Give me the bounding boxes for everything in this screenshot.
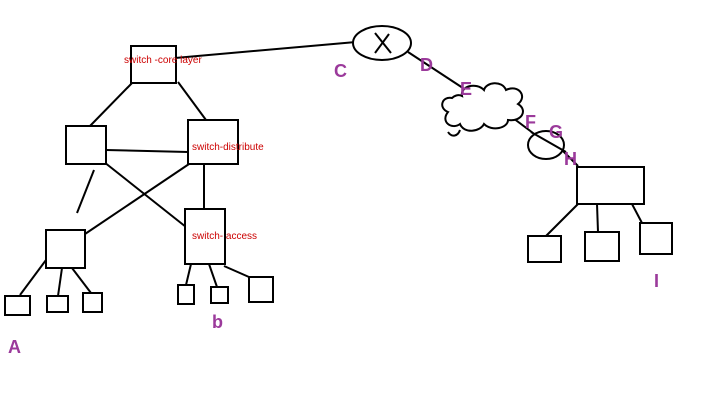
point-label-h: H [564, 149, 577, 169]
distribute-switch-icon [187, 119, 239, 165]
host-icon [639, 222, 673, 255]
point-label-c: C [334, 61, 347, 81]
point-labels: A b C D E F G H I [8, 55, 659, 357]
access-switch-icon [184, 208, 226, 265]
host-icon [177, 284, 195, 305]
router2-icon [527, 130, 565, 160]
link-left-down [76, 169, 95, 214]
link-access-host1 [185, 263, 192, 286]
router2-line-icon [530, 131, 567, 153]
link-access-host3 [223, 265, 250, 278]
point-label-g: G [549, 122, 563, 142]
link-core-router [174, 41, 357, 59]
host-icon [584, 231, 620, 262]
device-labels: switch -core layer switch-distribute swi… [124, 55, 264, 242]
link-leftaccess-host1 [19, 259, 47, 296]
cloud-icon [441, 82, 524, 132]
left-switch-icon [65, 125, 107, 165]
host-icon [82, 292, 103, 313]
link-core-distribute [177, 81, 207, 121]
cloud-tail-icon [447, 129, 461, 137]
access-switch-label: switch- access [192, 231, 257, 242]
remote-switch-icon [576, 166, 645, 205]
router-cross-icon [374, 33, 390, 54]
link-rswitch-host3 [631, 203, 643, 224]
link-core-left-switch [89, 81, 134, 127]
host-icon [210, 286, 229, 304]
point-label-a: A [8, 337, 21, 357]
link-left-distribute [105, 149, 189, 153]
link-distribute-leftaccess [84, 161, 193, 235]
links [19, 41, 643, 297]
point-label-b: b [212, 312, 223, 332]
host-icon [248, 276, 274, 303]
link-leftaccess-host3 [71, 267, 92, 294]
distribute-switch-label: switch-distribute [192, 142, 264, 153]
host-icon [527, 235, 562, 263]
link-rswitch-host1 [545, 203, 579, 237]
link-access-host2 [208, 263, 218, 288]
point-label-i: I [654, 271, 659, 291]
point-label-e: E [460, 79, 472, 99]
link-rswitch-host2 [596, 203, 599, 233]
point-label-f: F [525, 112, 536, 132]
point-label-d: D [420, 55, 433, 75]
host-icon [4, 295, 31, 316]
left-access-switch-icon [45, 229, 86, 269]
core-switch-icon [130, 45, 177, 84]
core-switch-label: switch -core layer [124, 55, 202, 66]
host-icon [46, 295, 69, 313]
link-router-cloud [407, 51, 470, 93]
link-leftaccess-host2 [57, 267, 63, 297]
devices [4, 25, 673, 316]
